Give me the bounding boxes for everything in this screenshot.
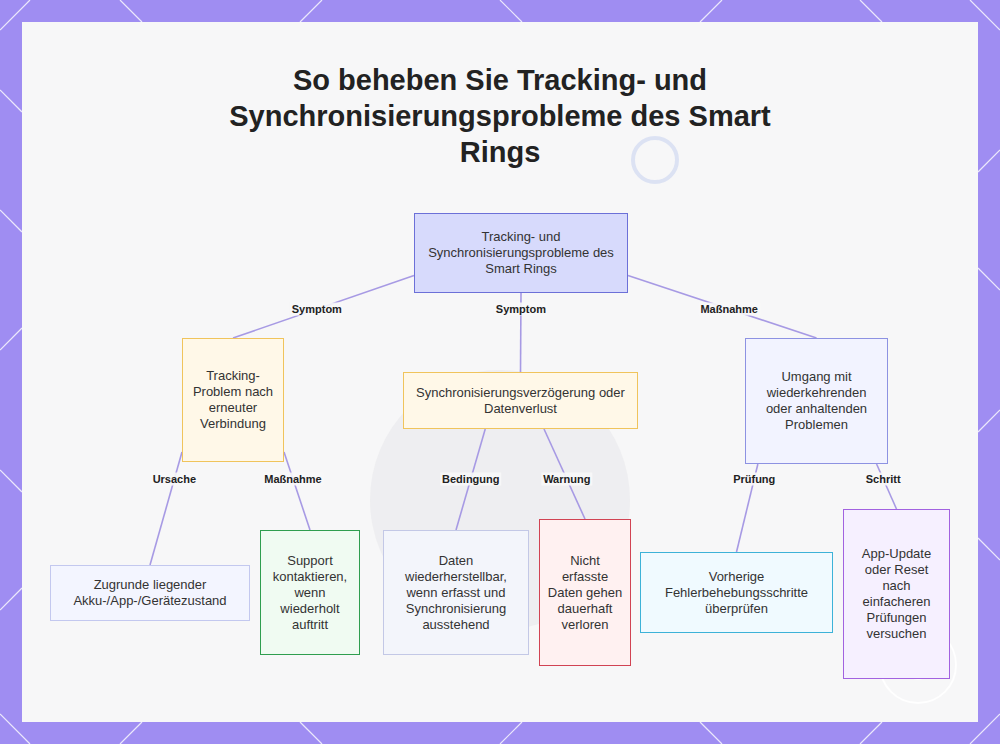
edge-label: Prüfung	[731, 473, 777, 486]
connector-line	[284, 452, 310, 530]
edge-label: Schritt	[864, 473, 903, 486]
connector-line	[233, 275, 414, 338]
node-text: Umgang mit wiederkehrenden oder anhalten…	[752, 369, 881, 433]
edge-label: Ursache	[151, 473, 198, 486]
node-text: Synchronisierungsverzögerung oder Datenv…	[410, 385, 631, 417]
action-box: Umgang mit wiederkehrenden oder anhalten…	[745, 338, 888, 464]
check-box: Vorherige Fehlerbehebungsschritte überpr…	[640, 552, 833, 633]
connector-line	[150, 452, 182, 565]
edge-label: Warnung	[541, 473, 592, 486]
node-text: Tracking-Problem nach erneuter Verbindun…	[189, 368, 277, 432]
edge-label: Symptom	[494, 303, 548, 316]
symptom-box: Synchronisierungsverzögerung oder Datenv…	[403, 372, 638, 429]
node-text: App-Update oder Reset nach einfacheren P…	[850, 546, 943, 642]
warning-box: Nicht erfasste Daten gehen dauerhaft ver…	[539, 519, 631, 666]
action-box: Support kontaktieren, wenn wiederholt au…	[260, 530, 360, 655]
connector-line	[877, 464, 897, 509]
symptom-box: Tracking-Problem nach erneuter Verbindun…	[182, 338, 284, 462]
root-box: Tracking- und Synchronisierungsprobleme …	[414, 213, 628, 293]
node-text: Support kontaktieren, wenn wiederholt au…	[267, 553, 353, 633]
node-text: Daten wiederherstellbar, wenn erfasst un…	[390, 553, 522, 633]
node-text: Zugrunde liegender Akku-/App-/Gerätezust…	[57, 577, 243, 609]
node-text: Nicht erfasste Daten gehen dauerhaft ver…	[546, 553, 624, 633]
condition-box: Daten wiederherstellbar, wenn erfasst un…	[383, 530, 529, 655]
connector-line	[628, 275, 817, 338]
cause-box: Zugrunde liegender Akku-/App-/Gerätezust…	[50, 565, 250, 621]
edge-label: Maßnahme	[262, 473, 323, 486]
step-box: App-Update oder Reset nach einfacheren P…	[843, 509, 950, 679]
node-text: Tracking- und Synchronisierungsprobleme …	[421, 229, 621, 277]
node-text: Vorherige Fehlerbehebungsschritte überpr…	[647, 569, 826, 617]
edge-label: Symptom	[290, 303, 344, 316]
edge-label: Maßnahme	[698, 303, 759, 316]
edge-label: Bedingung	[440, 473, 501, 486]
diagram-title: So beheben Sie Tracking- und Synchronisi…	[200, 62, 800, 170]
